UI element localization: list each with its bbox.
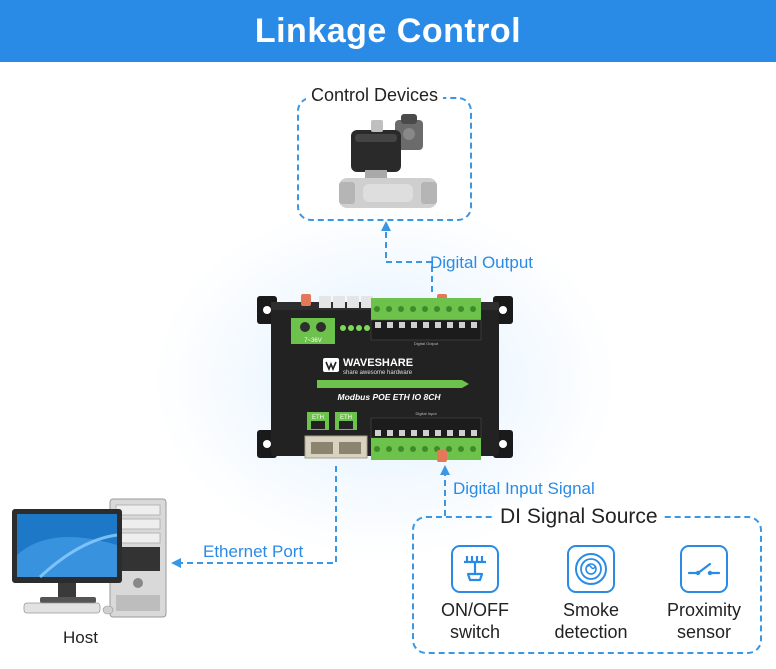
waveshare-io-module: Digital Output 7~36V WAVESHARE share awe… [257,292,513,464]
host-computer-image [12,498,167,618]
digital-input-signal-label: Digital Input Signal [453,479,595,498]
sensor-label-line1: Smoke [562,600,620,620]
brand-tagline: share awesome hardware [343,370,413,376]
smoke-detector-icon [567,545,615,593]
eth-label-2: ETH [340,415,352,421]
power-label: 7~36V [304,338,322,344]
switch-icon [451,545,499,593]
sensor-proximity: Proximity sensor [654,545,754,643]
ethernet-line [171,466,337,568]
model-name: Modbus POE ETH IO 8CH [338,392,442,402]
digital-input-board-text: Digital Input [415,411,437,416]
digital-output-board-text: Digital Output [414,341,439,346]
ethernet-port-label: Ethernet Port [203,542,304,561]
eth-label-1: ETH [312,415,324,421]
page-title: Linkage Control [254,11,522,50]
proximity-sensor-icon [680,545,728,593]
host-label: Host [63,628,98,647]
digital-output-label: Digital Output [430,253,533,272]
solenoid-valve-image [339,114,437,208]
di-signal-source-title: DI Signal Source [495,505,663,529]
sensor-label-line1: ON/OFF [441,600,509,620]
digital-output-line [381,221,433,292]
sensor-on-off-switch: ON/OFF switch [425,545,525,643]
sensor-label-line2: detection [554,622,628,642]
control-devices-title: Control Devices [306,85,444,106]
sensor-label-line2: switch [449,622,500,642]
header-bar: Linkage Control [0,0,776,62]
sensor-label-line2: sensor [676,622,732,642]
sensor-label-line1: Proximity [666,600,741,620]
io-module-image: Digital Output 7~36V WAVESHARE share awe… [257,294,513,462]
sensor-smoke-detection: Smoke detection [541,545,641,643]
brand-name: WAVESHARE [343,357,413,369]
